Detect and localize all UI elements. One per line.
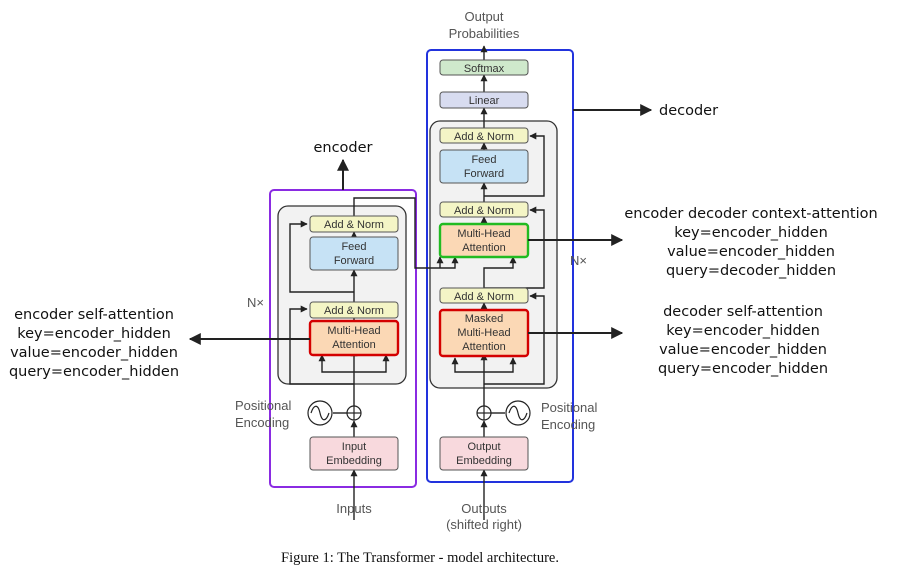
- inputs-label: Inputs: [336, 501, 372, 516]
- dsa-line-1: decoder self-attention: [663, 304, 823, 320]
- figure-caption: Figure 1: The Transformer - model archit…: [281, 550, 559, 566]
- encoder-add-norm-bottom-label: Add & Norm: [324, 305, 384, 317]
- encoder-feed-forward-label-2: Forward: [334, 255, 374, 267]
- decoder-masked-label-3: Attention: [462, 341, 505, 353]
- decoder-add-norm-bottom: [439, 287, 529, 304]
- decoder-feed-forward-label-2: Forward: [464, 168, 504, 180]
- decoder-positional-label-2: Encoding: [541, 417, 595, 432]
- input-embedding-label-1: Input: [342, 441, 366, 453]
- esa-line-2: key=encoder_hidden: [17, 326, 171, 342]
- outputs-label-1: Outputs: [461, 501, 507, 516]
- decoder-add-norm-top-label: Add & Norm: [454, 131, 514, 143]
- softmax-block: [439, 59, 529, 76]
- decoder-feed-forward-label-1: Feed: [471, 154, 496, 166]
- decoder-add-norm-middle: [439, 201, 529, 218]
- encoder-stack: [277, 205, 407, 385]
- dsa-line-4: query=encoder_hidden: [658, 361, 828, 377]
- softmax-label: Softmax: [464, 63, 505, 75]
- decoder-masked-label-2: Multi-Head: [457, 327, 510, 339]
- linear-block: [439, 91, 529, 109]
- output-embedding-label-2: Embedding: [456, 455, 512, 467]
- output-probabilities-label-2: Probabilities: [449, 26, 520, 41]
- ca-line-4: query=decoder_hidden: [666, 263, 836, 279]
- decoder-outline: [426, 49, 574, 483]
- context-attention-annotation: encoder decoder context-attention key=en…: [624, 206, 877, 279]
- encoder-mha-label-1: Multi-Head: [327, 325, 380, 337]
- input-embedding: [309, 436, 399, 471]
- decoder-add-norm-top: [439, 127, 529, 144]
- encoder-self-attention-annotation: encoder self-attention key=encoder_hidde…: [9, 307, 179, 380]
- encoder-feed-forward: [309, 236, 399, 271]
- dsa-line-3: value=encoder_hidden: [659, 342, 827, 358]
- linear-label: Linear: [469, 95, 500, 107]
- decoder-nx-label: N×: [570, 253, 587, 268]
- decoder-masked-label-1: Masked: [465, 313, 504, 325]
- encoder-add-norm-top: [309, 215, 399, 233]
- outputs-label-2: (shifted right): [446, 517, 522, 532]
- output-embedding-label-1: Output: [467, 441, 500, 453]
- ca-line-2: key=encoder_hidden: [674, 225, 828, 241]
- decoder-context-attention-label-1: Multi-Head: [457, 228, 510, 240]
- decoder-add-norm-middle-label: Add & Norm: [454, 205, 514, 217]
- output-embedding: [439, 436, 529, 471]
- decoder-self-attention-annotation: decoder self-attention key=encoder_hidde…: [658, 304, 828, 377]
- encoder-feed-forward-label-1: Feed: [341, 241, 366, 253]
- ca-line-3: value=encoder_hidden: [667, 244, 835, 260]
- input-embedding-label-2: Embedding: [326, 455, 382, 467]
- dsa-line-2: key=encoder_hidden: [666, 323, 820, 339]
- encoder-mha-label-2: Attention: [332, 339, 375, 351]
- decoder-positional-label-1: Positional: [541, 400, 597, 415]
- encoder-nx-label: N×: [247, 295, 264, 310]
- encoder-annotation: encoder: [313, 140, 372, 156]
- encoder-add-norm-bottom: [309, 301, 399, 319]
- esa-line-1: encoder self-attention: [14, 307, 174, 323]
- encoder-positional-label-2: Encoding: [235, 415, 289, 430]
- decoder-annotation: decoder: [659, 103, 718, 119]
- esa-line-4: query=encoder_hidden: [9, 364, 179, 380]
- decoder-context-attention-label-2: Attention: [462, 242, 505, 254]
- decoder-feed-forward: [439, 149, 529, 184]
- esa-line-3: value=encoder_hidden: [10, 345, 178, 361]
- decoder-connectors: [451, 45, 545, 520]
- encoder-positional-label-1: Positional: [235, 398, 291, 413]
- output-probabilities-label-1: Output: [464, 9, 503, 24]
- decoder-add-norm-bottom-label: Add & Norm: [454, 291, 514, 303]
- ca-line-1: encoder decoder context-attention: [624, 206, 877, 222]
- encoder-add-norm-top-label: Add & Norm: [324, 219, 384, 231]
